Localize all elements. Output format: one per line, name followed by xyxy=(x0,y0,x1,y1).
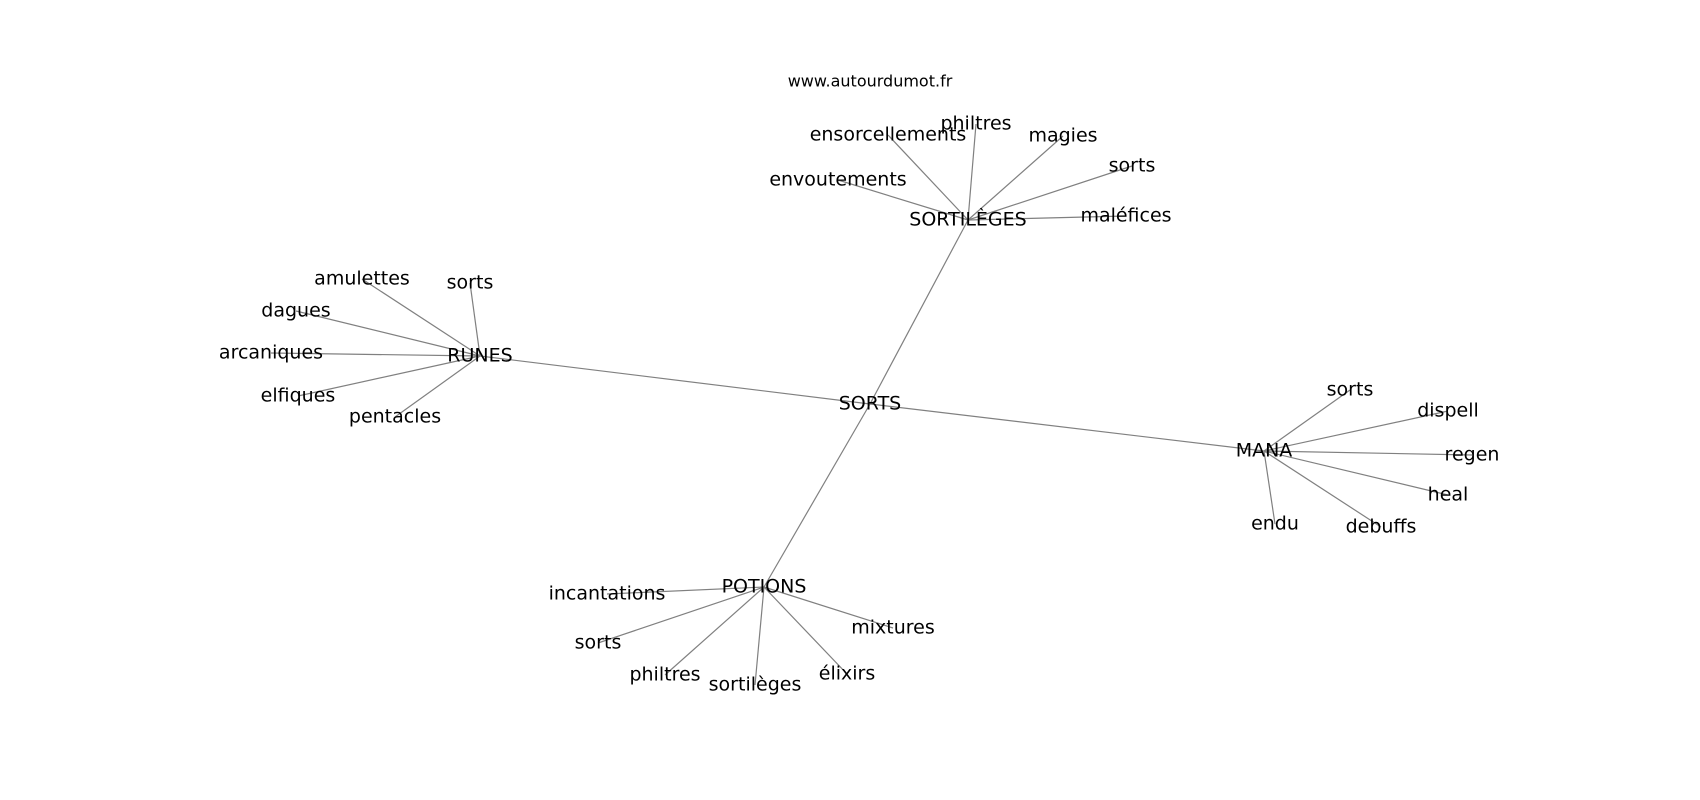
edge-hub-to-leaf xyxy=(297,355,481,397)
leaf-node[interactable]: debuffs xyxy=(1346,516,1417,538)
leaf-node[interactable]: amulettes xyxy=(314,268,410,290)
leaf-node[interactable]: sortilèges xyxy=(709,674,802,696)
site-url[interactable]: www.autourdumot.fr xyxy=(788,72,953,91)
edge-hub-to-leaf xyxy=(754,586,765,686)
leaf-node[interactable]: sorts xyxy=(1327,379,1374,401)
edge-center-to-hub xyxy=(869,403,1265,452)
leaf-node[interactable]: envoutements xyxy=(769,169,906,191)
edge-hub-to-leaf xyxy=(664,586,765,676)
leaf-node[interactable]: dispell xyxy=(1417,400,1479,422)
edge-hub-to-leaf xyxy=(361,278,481,357)
leaf-node[interactable]: philtres xyxy=(940,113,1011,135)
leaf-node[interactable]: incantations xyxy=(549,583,666,605)
leaf-node[interactable]: ensorcellements xyxy=(810,124,967,146)
edge-hub-to-leaf xyxy=(606,586,765,595)
edge-hub-to-leaf xyxy=(967,215,1127,221)
edge-center-to-hub xyxy=(479,355,871,405)
edge-hub-to-leaf xyxy=(597,586,765,644)
graph-edges xyxy=(270,123,1473,686)
leaf-node[interactable]: philtres xyxy=(629,664,700,686)
edge-hub-to-leaf xyxy=(1263,450,1382,528)
leaf-node[interactable]: sorts xyxy=(447,272,494,294)
edge-hub-to-leaf xyxy=(763,586,848,675)
edge-hub-to-leaf xyxy=(1263,450,1276,525)
leaf-node[interactable]: élixirs xyxy=(819,663,875,685)
graph-labels: www.autourdumot.fr SORTILÈGESenvoutement… xyxy=(219,72,1500,696)
edge-hub-to-leaf xyxy=(1263,450,1449,496)
leaf-node[interactable]: maléfices xyxy=(1080,205,1171,227)
edge-hub-to-leaf xyxy=(270,352,481,357)
leaf-node[interactable]: dagues xyxy=(261,300,330,322)
leaf-node[interactable]: endu xyxy=(1251,513,1299,535)
hub-node[interactable]: RUNES xyxy=(447,345,512,367)
edge-hub-to-leaf xyxy=(967,123,977,221)
leaf-node[interactable]: regen xyxy=(1445,444,1500,466)
edge-hub-to-leaf xyxy=(469,282,481,357)
center-node[interactable]: SORTS xyxy=(839,393,902,415)
leaf-node[interactable]: mixtures xyxy=(851,617,935,639)
leaf-node[interactable]: magies xyxy=(1028,125,1097,147)
hub-node[interactable]: SORTILÈGES xyxy=(909,208,1026,231)
edge-center-to-hub xyxy=(763,403,871,588)
edge-hub-to-leaf xyxy=(394,355,481,418)
edge-hub-to-leaf xyxy=(967,165,1133,221)
leaf-node[interactable]: heal xyxy=(1428,484,1469,506)
edge-center-to-hub xyxy=(869,219,969,405)
leaf-node[interactable]: arcaniques xyxy=(219,342,323,364)
edge-hub-to-leaf xyxy=(295,310,481,357)
hub-node[interactable]: MANA xyxy=(1236,440,1293,462)
edge-hub-to-leaf xyxy=(967,135,1064,221)
edge-hub-to-leaf xyxy=(1263,450,1473,456)
edge-hub-to-leaf xyxy=(1263,389,1351,452)
edge-hub-to-leaf xyxy=(837,179,969,221)
edge-hub-to-leaf xyxy=(1263,410,1449,452)
leaf-node[interactable]: sorts xyxy=(1109,155,1156,177)
leaf-node[interactable]: sorts xyxy=(575,632,622,654)
edge-hub-to-leaf xyxy=(887,134,969,221)
hub-node[interactable]: POTIONS xyxy=(722,576,807,598)
leaf-node[interactable]: pentacles xyxy=(349,406,441,428)
edge-hub-to-leaf xyxy=(763,586,894,629)
leaf-node[interactable]: elfiques xyxy=(261,385,336,407)
